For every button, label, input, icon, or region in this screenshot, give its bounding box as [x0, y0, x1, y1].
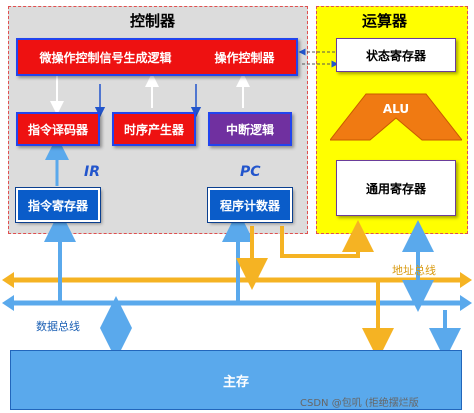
program-counter-box: 程序计数器	[207, 187, 293, 223]
operation-controller-label: 操作控制器	[214, 50, 275, 65]
data-bus-label: 数据总线	[36, 320, 80, 333]
alu-shape	[330, 93, 462, 141]
program-counter-label: 程序计数器	[219, 198, 280, 213]
interrupt-logic-label: 中断逻辑	[225, 122, 274, 137]
main-memory-box: 主存	[10, 350, 462, 410]
instruction-register-label: 指令寄存器	[27, 198, 88, 213]
instruction-decoder-box: 指令译码器	[16, 112, 100, 146]
instruction-register-box: 指令寄存器	[15, 187, 101, 223]
address-bus-label: 地址总线	[392, 264, 436, 277]
main-memory-label: 主存	[222, 374, 249, 390]
ir-label: IR	[84, 164, 100, 180]
status-register-box: 状态寄存器	[336, 38, 456, 72]
micro-signal-generator-label: 微操作控制信号生成逻辑	[39, 50, 172, 65]
controller-title: 控制器	[130, 12, 176, 30]
general-registers-box: 通用寄存器	[336, 160, 456, 216]
timing-generator-label: 时序产生器	[123, 122, 184, 137]
pc-label: PC	[240, 164, 261, 180]
alu-label: ALU	[382, 102, 410, 116]
general-registers-label: 通用寄存器	[365, 181, 426, 196]
watermark: CSDN @包叽 (拒绝摆烂版	[300, 398, 419, 409]
status-register-label: 状态寄存器	[365, 48, 426, 63]
interrupt-logic-box: 中断逻辑	[208, 112, 292, 146]
instruction-decoder-label: 指令译码器	[27, 122, 88, 137]
micro-signal-generator-box: 微操作控制信号生成逻辑 操作控制器	[16, 38, 298, 76]
timing-generator-box: 时序产生器	[112, 112, 196, 146]
alu-unit-title: 运算器	[362, 12, 408, 30]
